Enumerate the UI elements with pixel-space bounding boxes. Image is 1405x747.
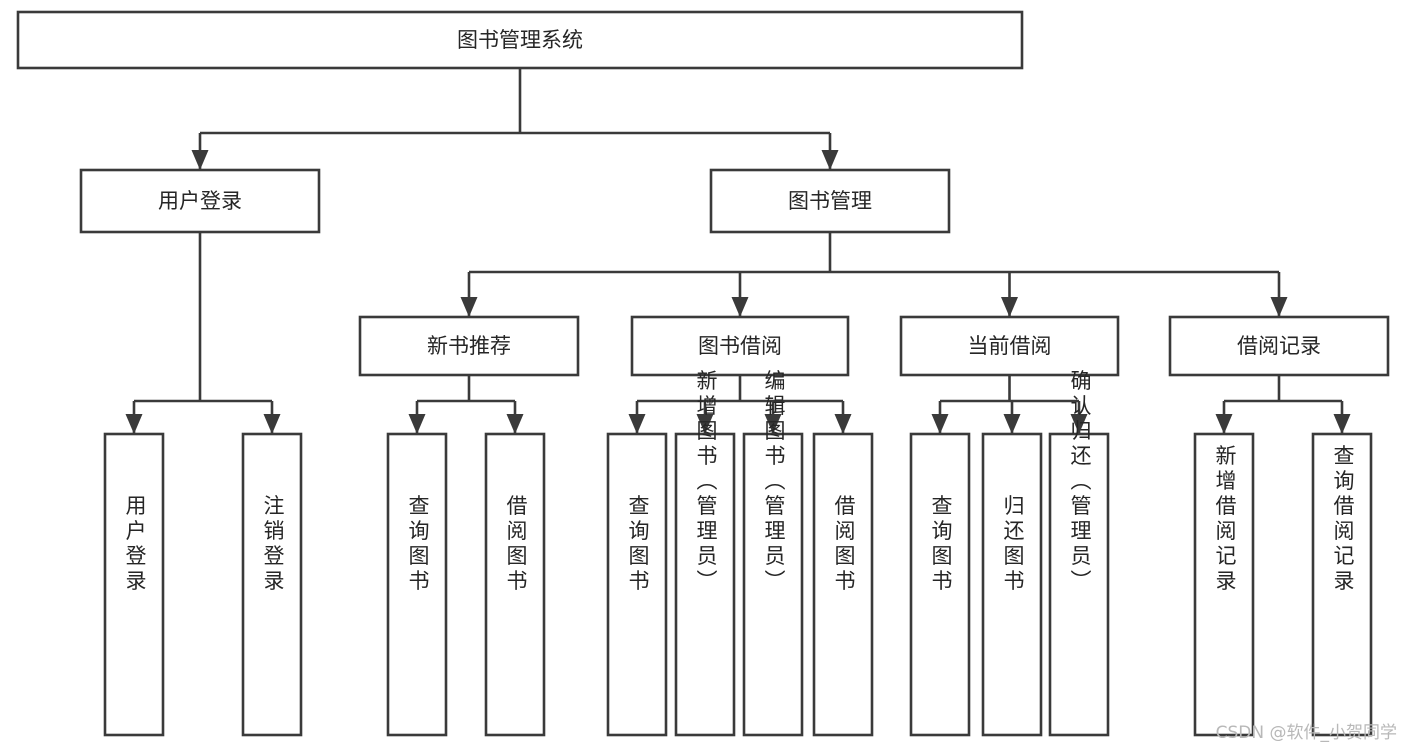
node-box [1311, 432, 1373, 737]
connectors-layer [125, 68, 1351, 434]
node-leaf-edit-book[interactable]: 编辑图书（管理员） [742, 370, 804, 737]
node-box [358, 315, 580, 377]
node-leaf-query-book-1[interactable]: 查询图书 [386, 432, 448, 737]
node-label: 确认归还（管理员） [1068, 370, 1092, 595]
node-label: 图书借阅 [698, 334, 782, 358]
node-box [899, 315, 1120, 377]
node-label: 用户登录 [123, 495, 147, 595]
node-label: 借阅图书 [832, 495, 856, 595]
arrow-head-icon [1001, 297, 1018, 317]
node-current-borrow[interactable]: 当前借阅 [899, 315, 1120, 377]
node-leaf-query-book-2[interactable]: 查询图书 [606, 432, 668, 737]
node-borrow-record[interactable]: 借阅记录 [1168, 315, 1390, 377]
arrow-head-icon [764, 414, 782, 434]
arrow-head-icon [821, 150, 839, 170]
node-label: 注销登录 [261, 495, 285, 595]
node-label: 图书管理 [788, 189, 872, 213]
node-box [241, 432, 303, 737]
node-leaf-add-record[interactable]: 新增借阅记录 [1193, 432, 1255, 737]
arrow-head-icon [263, 414, 281, 434]
node-leaf-confirm-return[interactable]: 确认归还（管理员） [1048, 370, 1110, 737]
arrow-head-icon [460, 297, 478, 317]
node-box [606, 432, 668, 737]
node-box [484, 432, 546, 737]
node-leaf-user-login[interactable]: 用户登录 [103, 432, 165, 737]
node-label: 归还图书 [1001, 495, 1025, 595]
node-root[interactable]: 图书管理系统 [16, 10, 1024, 70]
nodes-layer: 图书管理系统用户登录图书管理新书推荐图书借阅当前借阅借阅记录用户登录注销登录查询… [16, 10, 1390, 737]
arrow-head-icon [731, 297, 749, 317]
node-label: 用户登录 [158, 189, 242, 213]
arrow-head-icon [1215, 414, 1233, 434]
node-box [1168, 315, 1390, 377]
arrow-head-icon [696, 414, 714, 434]
node-label: 新增借阅记录 [1213, 445, 1237, 595]
node-label: 查询图书 [406, 495, 430, 595]
arrow-head-icon [1003, 414, 1021, 434]
node-box [103, 432, 165, 737]
node-box [630, 315, 850, 377]
node-leaf-add-book[interactable]: 新增图书（管理员） [674, 370, 736, 737]
node-book-manage[interactable]: 图书管理 [709, 168, 951, 234]
node-box [812, 432, 874, 737]
node-box [1048, 432, 1110, 737]
node-label: 当前借阅 [968, 334, 1052, 358]
node-label: 编辑图书（管理员） [762, 370, 786, 595]
node-label: 查询图书 [929, 495, 953, 595]
node-label: 新增图书（管理员） [694, 370, 718, 595]
node-leaf-return-book[interactable]: 归还图书 [981, 432, 1043, 737]
node-label: 查询图书 [626, 495, 650, 595]
node-box [79, 168, 321, 234]
node-box [1193, 432, 1255, 737]
node-leaf-query-record[interactable]: 查询借阅记录 [1311, 432, 1373, 737]
node-leaf-user-logout[interactable]: 注销登录 [241, 432, 303, 737]
arrow-head-icon [191, 150, 209, 170]
node-box [386, 432, 448, 737]
arrow-head-icon [1333, 414, 1351, 434]
node-label: 图书管理系统 [457, 28, 583, 52]
arrow-head-icon [931, 414, 949, 434]
node-box [909, 432, 971, 737]
node-leaf-borrow-book-2[interactable]: 借阅图书 [812, 432, 874, 737]
arrow-head-icon [1270, 297, 1288, 317]
node-user-login[interactable]: 用户登录 [79, 168, 321, 234]
node-leaf-borrow-book-1[interactable]: 借阅图书 [484, 432, 546, 737]
arrow-head-icon [1070, 414, 1088, 434]
node-label: 借阅图书 [504, 495, 528, 595]
arrow-head-icon [408, 414, 426, 434]
node-box [981, 432, 1043, 737]
node-new-book-rec[interactable]: 新书推荐 [358, 315, 580, 377]
node-book-borrow[interactable]: 图书借阅 [630, 315, 850, 377]
node-label: 借阅记录 [1237, 334, 1321, 358]
arrow-head-icon [125, 414, 143, 434]
arrow-head-icon [628, 414, 646, 434]
node-label: 查询借阅记录 [1331, 445, 1355, 595]
arrow-head-icon [506, 414, 524, 434]
node-box [742, 432, 804, 737]
arrow-head-icon [834, 414, 852, 434]
node-box [16, 10, 1024, 70]
node-label: 新书推荐 [427, 334, 511, 358]
node-box [709, 168, 951, 234]
node-box [674, 432, 736, 737]
node-leaf-query-book-3[interactable]: 查询图书 [909, 432, 971, 737]
